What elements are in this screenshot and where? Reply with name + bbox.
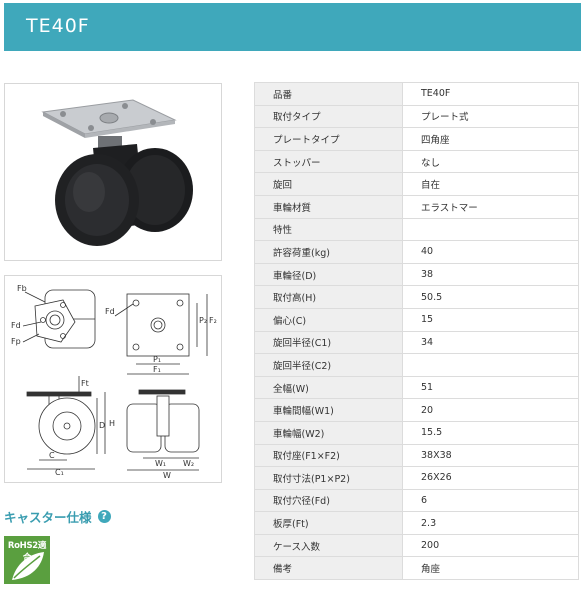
spec-value: 20 [402, 398, 579, 422]
spec-value [402, 353, 579, 377]
spec-row: 車輪材質エラストマー [254, 194, 579, 219]
rohs-badge-label: RoHS2適合 [7, 541, 47, 563]
leaf-icon [12, 552, 44, 580]
spec-row: 取付寸法(P1×P2)26X26 [254, 466, 579, 490]
spec-label: 旋回半径(C1) [254, 330, 403, 355]
spec-label: 偏心(C) [254, 307, 403, 332]
spec-value: TE40F [402, 82, 579, 106]
spec-label: 全幅(W) [254, 375, 403, 400]
spec-label: 車輪材質 [254, 194, 403, 219]
spec-row: 備考角座 [254, 556, 579, 581]
spec-row: 取付座(F1×F2)38X38 [254, 443, 579, 468]
label-c: C [49, 451, 55, 460]
label-p2: P₂ [199, 316, 207, 325]
spec-value: 40 [402, 240, 579, 264]
spec-row: 全幅(W)51 [254, 375, 579, 400]
spec-label: 車輪径(D) [254, 262, 403, 287]
spec-label: 板厚(Ft) [254, 511, 403, 535]
spec-row: 取付穴径(Fd)6 [254, 488, 579, 513]
dimension-drawing: Fb Fd Fp Fd P₂ F₂ P₁ F₁ [4, 275, 222, 483]
spec-label: 車輪間幅(W1) [254, 398, 403, 422]
spec-value: 2.3 [402, 511, 579, 535]
spec-row: 車輪間幅(W1)20 [254, 398, 579, 422]
question-circle-icon[interactable]: ? [97, 510, 111, 523]
label-fd-top: Fd [105, 307, 115, 316]
spec-label: 取付高(H) [254, 285, 403, 309]
label-h: H [109, 419, 115, 428]
caster-photo-illustration [41, 99, 193, 246]
spec-row: ストッパーなし [254, 149, 579, 174]
spec-row: 旋回自在 [254, 172, 579, 196]
spec-label: 取付穴径(Fd) [254, 488, 403, 513]
label-p1: P₁ [153, 355, 161, 364]
label-f2: F₂ [209, 316, 217, 325]
page-header: TE40F [4, 3, 581, 51]
spec-label: 旋回 [254, 172, 403, 196]
label-fd-left: Fd [11, 321, 21, 330]
spec-label: 車輪幅(W2) [254, 420, 403, 445]
rohs-badge: RoHS2適合 [4, 536, 50, 584]
spec-label: プレートタイプ [254, 127, 403, 151]
spec-row: 偏心(C)15 [254, 307, 579, 332]
spec-value: 6 [402, 488, 579, 513]
spec-row: 旋回半径(C2) [254, 353, 579, 377]
spec-label: 旋回半径(C2) [254, 353, 403, 377]
spec-row: 特性 [254, 217, 579, 242]
dimension-drawing-svg: Fb Fd Fp Fd P₂ F₂ P₁ F₁ [11, 284, 217, 480]
spec-row: 旋回半径(C1)34 [254, 330, 579, 355]
label-ft: Ft [81, 379, 89, 388]
spec-label: 品番 [254, 82, 403, 106]
label-f1: F₁ [153, 365, 161, 374]
spec-label: 取付座(F1×F2) [254, 443, 403, 468]
spec-label: 取付タイプ [254, 104, 403, 129]
spec-row: プレートタイプ四角座 [254, 127, 579, 151]
spec-row: 取付タイププレート式 [254, 104, 579, 129]
spec-label: 許容荷重(kg) [254, 240, 403, 264]
label-fp: Fp [11, 337, 21, 346]
label-w1: W₁ [155, 459, 166, 468]
spec-value: プレート式 [402, 104, 579, 129]
spec-value: 15 [402, 307, 579, 332]
product-photo [4, 83, 222, 261]
spec-label: 備考 [254, 556, 403, 581]
spec-value: 51 [402, 375, 579, 400]
spec-value [402, 217, 579, 242]
label-d: D [99, 421, 105, 430]
spec-value: 自在 [402, 172, 579, 196]
spec-row: 取付高(H)50.5 [254, 285, 579, 309]
spec-value: エラストマー [402, 194, 579, 219]
caster-spec-label[interactable]: キャスター仕様 [4, 510, 92, 525]
spec-row: 車輪幅(W2)15.5 [254, 420, 579, 445]
spec-row: 板厚(Ft)2.3 [254, 511, 579, 535]
spec-value: 四角座 [402, 127, 579, 151]
page-title: TE40F [26, 15, 90, 37]
spec-label: 特性 [254, 217, 403, 242]
spec-value: 200 [402, 533, 579, 558]
spec-row: 車輪径(D)38 [254, 262, 579, 287]
label-w: W [163, 471, 171, 480]
spec-value: 15.5 [402, 420, 579, 445]
spec-label: ケース入数 [254, 533, 403, 558]
spec-value: 角座 [402, 556, 579, 581]
spec-value: 34 [402, 330, 579, 355]
caster-spec-link[interactable]: キャスター仕様 ? [4, 507, 111, 526]
label-fb: Fb [17, 284, 27, 293]
spec-value: 38 [402, 262, 579, 287]
spec-label: 取付寸法(P1×P2) [254, 466, 403, 490]
label-c1: C₁ [55, 468, 64, 477]
spec-value: 26X26 [402, 466, 579, 490]
spec-value: なし [402, 149, 579, 174]
spec-value: 38X38 [402, 443, 579, 468]
label-w2: W₂ [183, 459, 194, 468]
spec-row: 許容荷重(kg)40 [254, 240, 579, 264]
spec-value: 50.5 [402, 285, 579, 309]
spec-label: ストッパー [254, 149, 403, 174]
